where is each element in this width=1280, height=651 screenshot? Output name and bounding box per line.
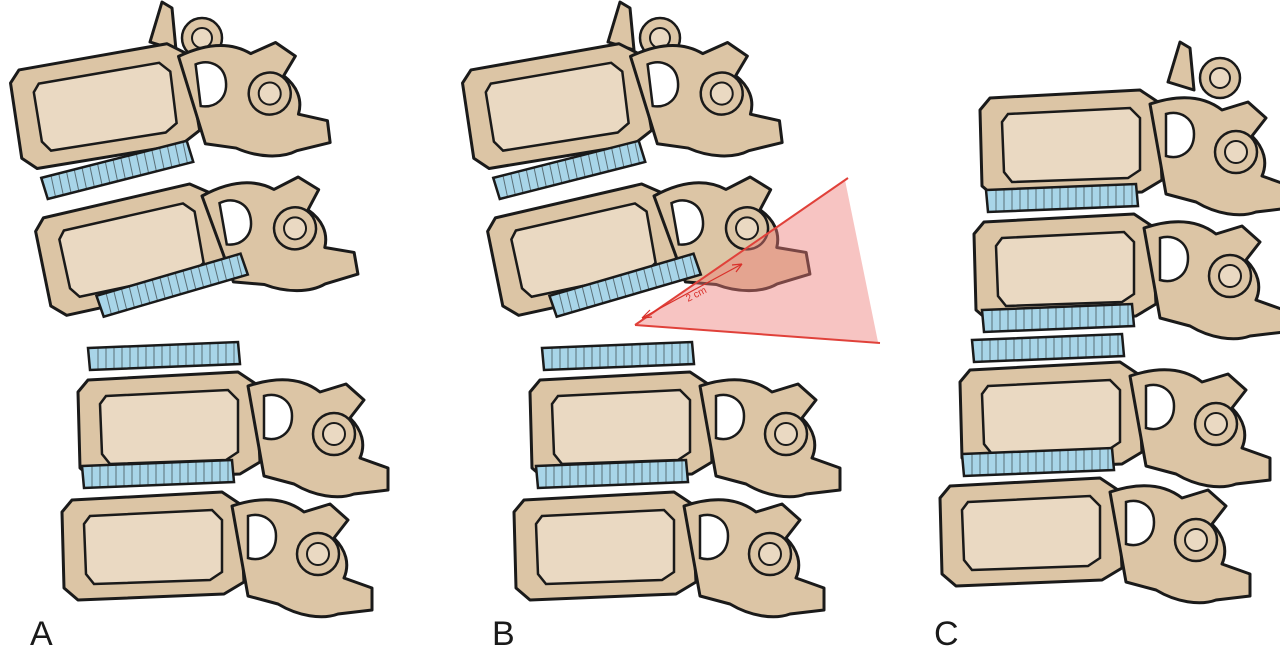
panel-c-label: C	[934, 615, 959, 651]
panel-c-disc-2	[980, 302, 1136, 334]
panel-c-spine-segment: C	[934, 40, 1280, 651]
panel-b-vertebra-4	[512, 490, 826, 619]
panel-b-spine-segment: 2 cm B	[458, 0, 881, 651]
measurement-arrow	[641, 263, 743, 319]
panel-b-disc-3	[540, 340, 696, 372]
panel-c-disc-1	[984, 182, 1140, 214]
panel-a-vertebra-4	[60, 490, 374, 619]
measurement-arrowhead-start	[641, 309, 653, 319]
panel-c-vertebra-4	[938, 476, 1252, 605]
panel-c-disc-4	[960, 446, 1116, 478]
panel-a-disc-3	[86, 340, 242, 372]
panel-b-disc-4	[534, 458, 690, 490]
osteotomy-lower-line	[634, 324, 881, 344]
osteotomy-wedge	[635, 180, 878, 342]
measurement-arrowhead-end	[731, 263, 743, 273]
panel-a-disc-4	[80, 458, 236, 490]
panel-c-disc-3	[970, 332, 1126, 364]
panel-a-spine-segment: A	[6, 0, 390, 651]
osteotomy-upper-line	[634, 177, 849, 326]
panel-a-label: A	[30, 615, 53, 651]
panel-b-label: B	[492, 615, 515, 651]
panel-c-top-spinous	[1166, 40, 1242, 100]
